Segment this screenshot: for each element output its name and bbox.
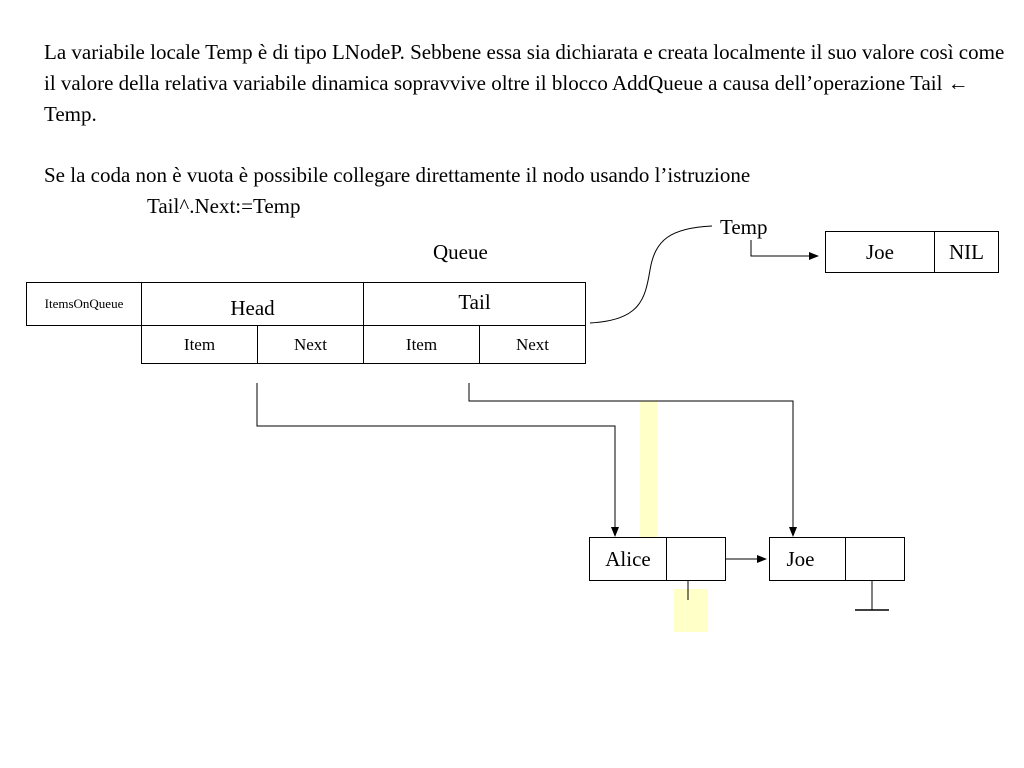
highlight-bar-small — [674, 589, 708, 632]
tail-pointer-arrow — [468, 383, 797, 537]
head-next-cell: Next — [257, 325, 364, 364]
second-paragraph: Se la coda non è vuota è possibile colle… — [44, 163, 751, 187]
tail-item-cell: Item — [363, 325, 480, 364]
head-label: Head — [230, 295, 275, 320]
items-on-queue-label: ItemsOnQueue — [44, 296, 124, 311]
alice-node-item-cell: Alice — [589, 537, 667, 581]
joe-node-next-cell — [845, 537, 905, 581]
head-pointer-arrow — [256, 383, 619, 537]
tail-item-label: Item — [405, 334, 438, 354]
temp-label: Temp — [720, 215, 768, 239]
temp-node-next-label: NIL — [949, 239, 984, 264]
joe-node-item-cell: Joe — [769, 537, 846, 581]
tail-next-cell: Next — [479, 325, 586, 364]
tail-label: Tail — [458, 289, 491, 314]
temp-pointer-arrow — [750, 240, 819, 260]
head-next-label: Next — [293, 334, 328, 354]
head-cell: Head — [141, 282, 364, 326]
temp-node-item-label: Joe — [866, 239, 894, 264]
alice-node-item-label: Alice — [605, 546, 651, 571]
head-item-label: Item — [183, 334, 216, 354]
alice-node-next-cell — [666, 537, 726, 581]
intro-paragraph: La variabile locale Temp è di tipo LNode… — [44, 40, 1005, 126]
highlight-bar-vertical — [640, 401, 657, 543]
items-on-queue-cell: ItemsOnQueue — [26, 282, 142, 326]
code-statement: Tail^.Next:=Temp — [147, 194, 301, 218]
temp-curve — [589, 225, 713, 324]
joe-node-item-label: Joe — [786, 546, 815, 571]
head-item-cell: Item — [141, 325, 258, 364]
tail-next-label: Next — [515, 334, 550, 354]
temp-node-next-cell: NIL — [934, 231, 999, 273]
temp-node-item-cell: Joe — [825, 231, 935, 273]
tail-cell: Tail — [363, 282, 586, 326]
queue-title: Queue — [433, 240, 488, 264]
